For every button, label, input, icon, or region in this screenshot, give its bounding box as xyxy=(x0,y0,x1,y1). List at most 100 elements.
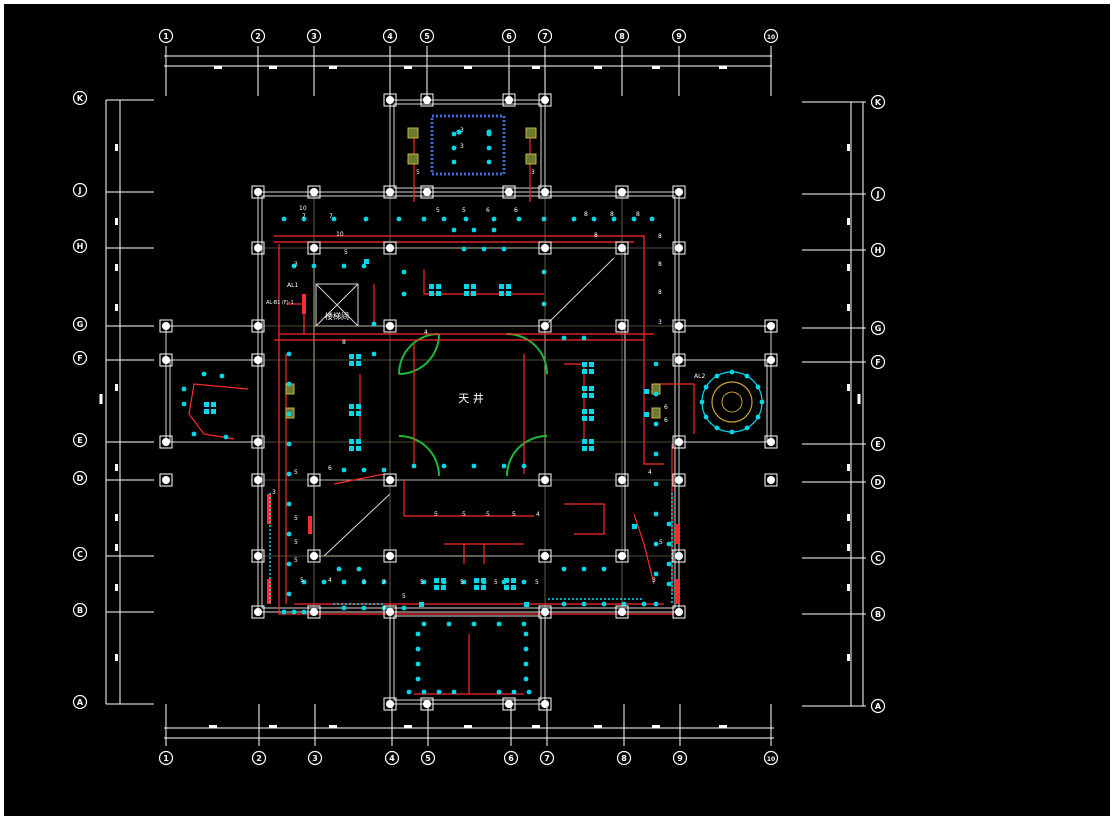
light-fixture xyxy=(461,246,467,252)
feeder-west xyxy=(278,244,674,615)
row-bubble-left-circle xyxy=(72,546,88,562)
panel-light xyxy=(204,409,209,414)
main-inner-wall xyxy=(261,195,676,609)
north-panel-box xyxy=(407,153,419,165)
courtyard-arc xyxy=(398,333,440,375)
panel-light xyxy=(211,409,216,414)
column xyxy=(383,605,397,619)
light-fixture xyxy=(523,661,529,667)
panel-light xyxy=(349,354,354,359)
row-bubble-right-circle xyxy=(870,242,886,258)
cable-dot xyxy=(373,603,375,605)
ring-light xyxy=(744,373,750,379)
cable-dot xyxy=(671,545,673,547)
dim-mark xyxy=(532,66,540,69)
light-fixture xyxy=(653,601,659,607)
column-core xyxy=(254,476,262,484)
row-bubble-right-circle xyxy=(870,474,886,490)
col-bubble-bottom-circle xyxy=(763,750,779,766)
cable-dot xyxy=(671,501,673,503)
light-fixture xyxy=(541,216,547,222)
col-bubble-top-circle xyxy=(250,28,266,44)
light-fixture xyxy=(631,216,637,222)
panel-light xyxy=(499,284,504,289)
cable-dot xyxy=(269,517,271,519)
column-core xyxy=(675,356,683,364)
light-fixture xyxy=(415,676,421,682)
ring-light xyxy=(759,399,765,405)
cable-dot xyxy=(269,541,271,543)
panel-light xyxy=(471,291,476,296)
column xyxy=(672,319,686,333)
column-core xyxy=(675,552,683,560)
courtyard-label: 天 井 xyxy=(458,391,484,405)
circuit-number: 5 xyxy=(294,557,298,564)
light-fixture xyxy=(411,463,417,469)
light-fixture xyxy=(653,421,659,427)
light-fixture xyxy=(436,689,442,695)
structural-columns xyxy=(159,93,778,711)
circuit-number: 5 xyxy=(486,511,490,518)
light-fixture xyxy=(219,373,225,379)
cable-dot xyxy=(572,598,574,600)
light-fixture xyxy=(649,216,655,222)
circuit-number: 4 xyxy=(424,329,428,336)
column xyxy=(383,473,397,487)
row-bubble-right-circle xyxy=(870,94,886,110)
switch-box xyxy=(644,412,649,417)
light-fixture xyxy=(181,401,187,407)
light-fixture xyxy=(341,467,347,473)
column-core xyxy=(618,188,626,196)
panel-light xyxy=(582,369,587,374)
column xyxy=(538,697,552,711)
circuit-number: 5 xyxy=(294,469,298,476)
light-fixture xyxy=(401,291,407,297)
panel-light xyxy=(589,393,594,398)
circuit-east-1 xyxy=(564,363,585,444)
cable-dot xyxy=(269,501,271,503)
row-bubble-right-label: F xyxy=(875,358,880,367)
cable-dot xyxy=(671,525,673,527)
stair-diag xyxy=(315,283,359,327)
column xyxy=(420,697,434,711)
dim-mark xyxy=(847,144,850,151)
panel-light xyxy=(589,409,594,414)
cable-dot xyxy=(353,603,355,605)
dim-mark xyxy=(115,464,118,471)
circuit-number: 5 xyxy=(659,539,663,546)
column xyxy=(159,473,173,487)
column-core xyxy=(310,608,318,616)
cable-dot xyxy=(596,598,598,600)
column xyxy=(159,353,173,367)
cable-dot xyxy=(564,598,566,600)
circuit-number: 3 xyxy=(652,577,656,584)
cable-dot xyxy=(269,581,271,583)
cable-dot xyxy=(624,598,626,600)
light-fixture xyxy=(496,621,502,627)
cable-dot xyxy=(349,603,351,605)
light-fixture xyxy=(421,579,427,585)
north-wing-inner xyxy=(393,103,542,189)
column-core xyxy=(541,322,549,330)
circuit-number: 10 xyxy=(299,205,307,212)
col-bubble-top-label: 1 xyxy=(163,32,169,41)
light-fixture xyxy=(471,227,477,233)
light-fixture xyxy=(286,501,292,507)
column xyxy=(383,241,397,255)
cable-dot xyxy=(580,598,582,600)
column xyxy=(672,241,686,255)
cable-dot xyxy=(608,598,610,600)
col-bubble-bottom-label: 9 xyxy=(677,754,683,763)
row-bubble-left-label: E xyxy=(77,436,82,445)
column-core xyxy=(386,608,394,616)
column xyxy=(538,241,552,255)
row-bubble-right-label: E xyxy=(875,440,880,449)
circuit-sw xyxy=(333,473,385,485)
column-core xyxy=(618,244,626,252)
panel-light xyxy=(356,439,361,444)
column-core xyxy=(541,244,549,252)
circuit-number: 5 xyxy=(434,511,438,518)
cable-dot xyxy=(548,598,550,600)
